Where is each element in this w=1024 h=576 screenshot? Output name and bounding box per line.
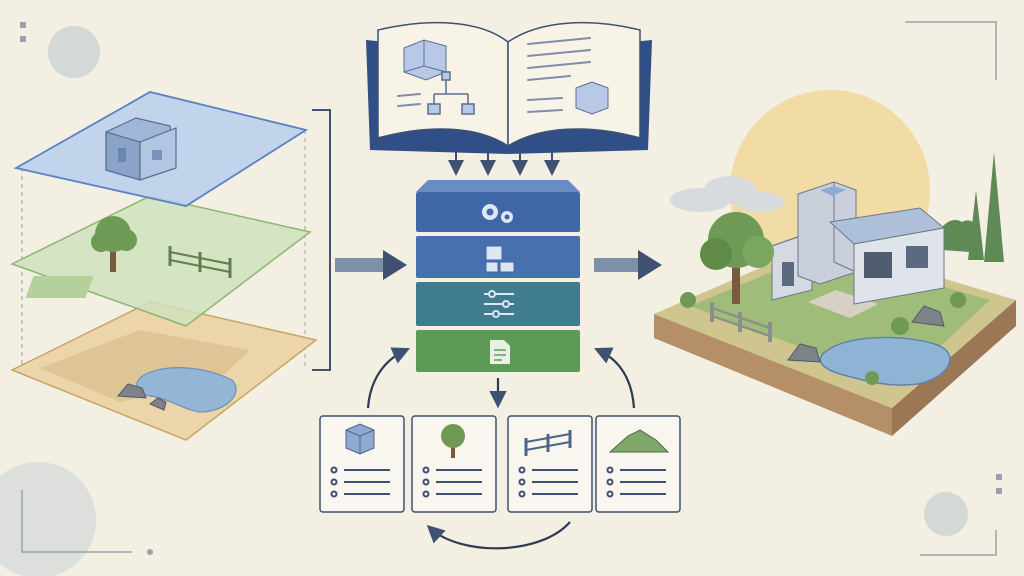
processing-stack xyxy=(416,180,580,372)
cube-icon xyxy=(403,39,447,81)
card-lines xyxy=(422,466,482,498)
pond xyxy=(819,336,951,386)
walkway xyxy=(808,290,878,318)
arrow-cards-to-stack-left xyxy=(366,347,411,409)
deco-circle-bottom-right xyxy=(924,492,968,536)
stack-block-output xyxy=(416,330,580,372)
fence xyxy=(710,302,772,342)
deco-dot xyxy=(20,36,26,42)
blocks-icon xyxy=(485,245,515,273)
arrows-book-to-stack xyxy=(448,152,560,176)
deco-corner-top-right xyxy=(905,21,997,80)
stack-block-parameters xyxy=(416,282,580,326)
rock-icon xyxy=(149,397,167,411)
text-lines xyxy=(397,37,591,113)
tree xyxy=(700,212,774,304)
fence-icon xyxy=(524,430,572,456)
fence-icon xyxy=(168,246,232,278)
document-icon xyxy=(490,340,510,364)
background-decor xyxy=(0,21,1002,576)
book-page-left xyxy=(377,21,509,148)
deco-dot xyxy=(147,549,153,555)
deco-corner-bottom-left xyxy=(21,490,132,553)
stack-top-cap xyxy=(416,180,580,192)
deco-dot xyxy=(996,474,1002,480)
building-icon xyxy=(105,117,177,181)
arrow-cards-to-stack-right xyxy=(593,347,636,409)
house xyxy=(771,181,946,305)
deco-circle-bottom-left xyxy=(0,462,96,576)
gears-icon xyxy=(482,204,513,223)
card-lines xyxy=(518,466,578,498)
clouds xyxy=(670,176,784,212)
deco-circle-top-left xyxy=(48,26,100,78)
sliders-icon xyxy=(484,290,514,318)
asset-card-fence xyxy=(507,415,593,513)
book-page-right xyxy=(507,21,641,148)
rock xyxy=(911,305,945,327)
asset-card-terrain xyxy=(595,415,681,513)
rock-icon xyxy=(116,383,147,399)
stack-block-settings xyxy=(416,192,580,232)
ground-side-right xyxy=(892,300,1016,436)
card-lines xyxy=(330,466,390,498)
deco-dot xyxy=(996,488,1002,494)
terrain-layer xyxy=(10,301,318,441)
ground-side-left xyxy=(654,314,892,436)
rock xyxy=(787,343,821,363)
card-lines xyxy=(606,466,666,498)
feedback-arrows xyxy=(366,347,636,550)
deco-dot xyxy=(20,22,26,28)
asset-card-tree xyxy=(411,415,497,513)
cypress-trees xyxy=(938,152,1004,262)
path-patch xyxy=(25,276,94,298)
stack-block-assembly xyxy=(416,236,580,278)
layer-bracket xyxy=(312,109,331,371)
arrow-card-cycle xyxy=(426,521,571,550)
tree-icon xyxy=(91,216,137,272)
deco-corner-bottom-right xyxy=(920,530,997,556)
panel-icon xyxy=(575,81,609,115)
arrow-stack-to-result xyxy=(594,250,662,280)
hierarchy-icon xyxy=(427,71,475,115)
layer-stack xyxy=(10,91,331,441)
asset-cards xyxy=(319,415,681,513)
result-scene xyxy=(654,90,1016,436)
vegetation-layer xyxy=(10,195,312,327)
mound-icon xyxy=(608,429,670,453)
bushes xyxy=(680,292,966,385)
open-book xyxy=(366,21,652,154)
tree-icon xyxy=(441,424,465,458)
arrow-layers-to-stack xyxy=(335,250,407,280)
structure-layer xyxy=(13,91,309,207)
cube-icon xyxy=(345,423,375,455)
asset-card-cube xyxy=(319,415,405,513)
